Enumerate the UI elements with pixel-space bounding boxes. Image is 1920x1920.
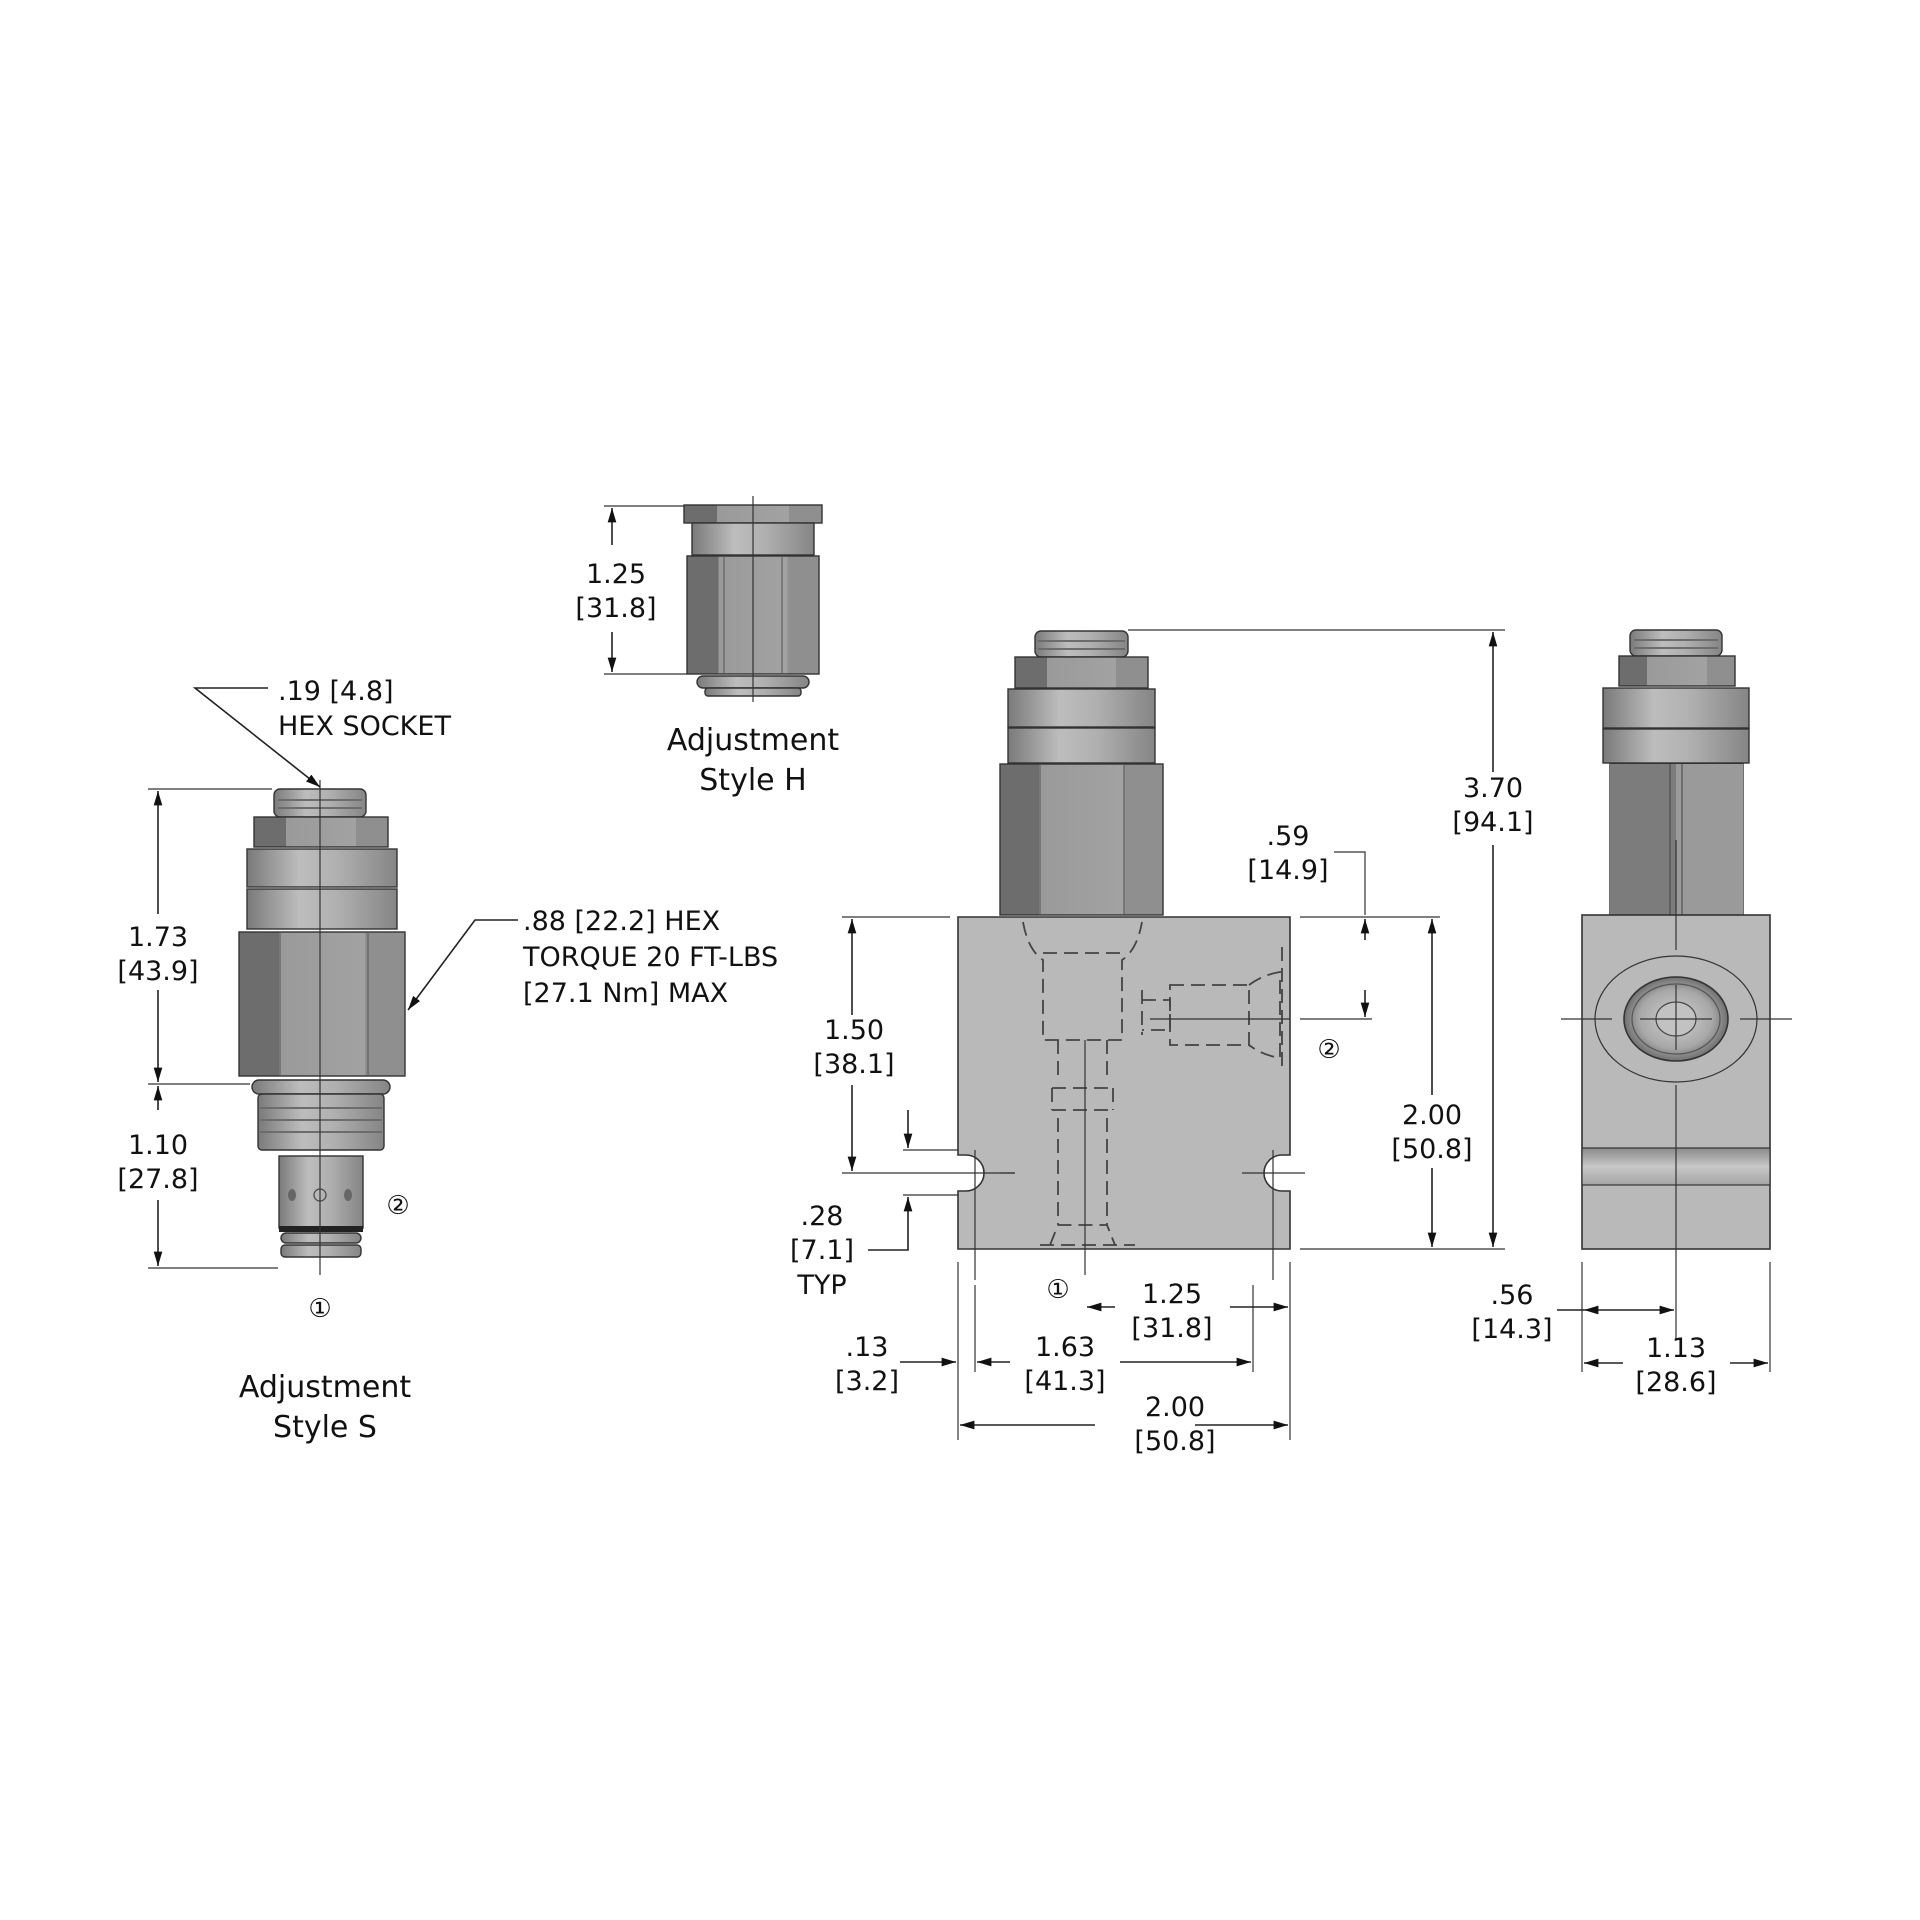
- dim-block-width-mm: [50.8]: [1134, 1426, 1215, 1457]
- style-h-dim-mm: [31.8]: [575, 593, 656, 624]
- dim-slot-edge-mm: [3.2]: [835, 1366, 899, 1397]
- dim-slot-height-mm: [38.1]: [813, 1049, 894, 1080]
- front-view-cartridge: [999, 630, 1164, 916]
- dim-slot-edge-inch: .13: [846, 1332, 889, 1363]
- dim-block-height-mm: [50.8]: [1391, 1134, 1472, 1165]
- style-s-cartridge: [238, 780, 406, 1275]
- dim-block-height-inch: 2.00: [1402, 1100, 1462, 1131]
- style-s-caption-line1: Adjustment: [239, 1370, 411, 1405]
- dim-slot-spacing-mm: [41.3]: [1024, 1366, 1105, 1397]
- style-h-caption-line2: Style H: [699, 763, 806, 798]
- dim-upper-inch: 1.73: [128, 922, 188, 953]
- dim-slot-width-mm: [7.1]: [790, 1235, 854, 1266]
- dim-block-width-inch: 2.00: [1145, 1392, 1205, 1423]
- dim-port1-offset-inch: 1.25: [1142, 1279, 1202, 1310]
- dim-port2-offset-inch: .59: [1267, 821, 1310, 852]
- dim-lower-inch: 1.10: [128, 1130, 188, 1161]
- front-view-dimensions: 3.70 [94.1] .59 [14.9] 2.00 [50.8] ② ① 1…: [790, 629, 1534, 1457]
- torque-callout: TORQUE 20 FT-LBS: [522, 942, 778, 973]
- style-h-adjuster: [683, 496, 823, 702]
- dim-overall-inch: 3.70: [1463, 773, 1523, 804]
- side-view-block: [1561, 840, 1792, 1340]
- dim-side-width-inch: 1.13: [1646, 1333, 1706, 1364]
- hex-socket-label: HEX SOCKET: [278, 711, 451, 742]
- dim-port1-offset-mm: [31.8]: [1131, 1313, 1212, 1344]
- dim-slot-width-inch: .28: [801, 1201, 844, 1232]
- dim-upper-mm: [43.9]: [117, 956, 198, 987]
- style-h-dim-inch: 1.25: [586, 559, 646, 590]
- dim-lower-mm: [27.8]: [117, 1164, 198, 1195]
- port-1-label: ①: [308, 1294, 331, 1324]
- port-2-label: ②: [386, 1191, 409, 1221]
- front-port-1-label: ①: [1046, 1275, 1069, 1305]
- style-s-caption-line2: Style S: [273, 1410, 377, 1445]
- side-view-cartridge: [1602, 629, 1750, 916]
- dim-center-mm: [14.3]: [1471, 1314, 1552, 1345]
- front-port-2-label: ②: [1317, 1035, 1340, 1065]
- hex-size-callout: .88 [22.2] HEX: [523, 906, 720, 937]
- dim-slot-spacing-inch: 1.63: [1035, 1332, 1095, 1363]
- front-view-block: [957, 916, 1305, 1280]
- dim-center-inch: .56: [1491, 1280, 1534, 1311]
- dim-overall-mm: [94.1]: [1452, 807, 1533, 838]
- dim-slot-height-inch: 1.50: [824, 1015, 884, 1046]
- torque-nm-callout: [27.1 Nm] MAX: [523, 978, 728, 1009]
- side-view-dimensions: .56 [14.3] 1.13 [28.6]: [1471, 1262, 1771, 1398]
- dim-slot-typ: TYP: [796, 1270, 846, 1301]
- dim-port2-offset-mm: [14.9]: [1247, 855, 1328, 886]
- hex-socket-size: .19 [4.8]: [278, 676, 394, 707]
- dim-side-width-mm: [28.6]: [1635, 1367, 1716, 1398]
- style-s-dimensions: .19 [4.8] HEX SOCKET .88 [22.2] HEX TORQ…: [117, 676, 778, 1445]
- style-h-caption-line1: Adjustment: [667, 723, 839, 758]
- style-h-dimensions: 1.25 [31.8] Adjustment Style H: [575, 505, 839, 798]
